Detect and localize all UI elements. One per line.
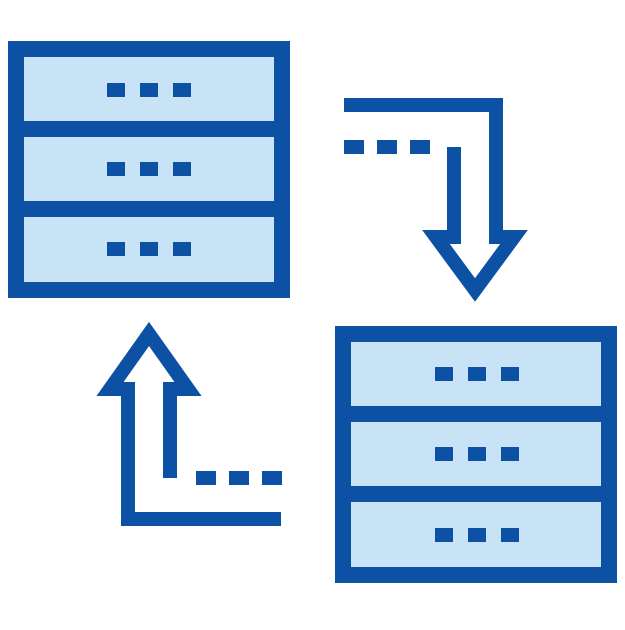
led-icon bbox=[501, 367, 519, 381]
dash-icon bbox=[377, 140, 397, 154]
led-icon bbox=[435, 447, 453, 461]
server-unit-3-leds bbox=[435, 528, 519, 542]
led-icon bbox=[107, 242, 125, 256]
server-unit-3-leds bbox=[107, 242, 191, 256]
led-icon bbox=[501, 447, 519, 461]
led-icon bbox=[140, 242, 158, 256]
dash-icon bbox=[410, 140, 430, 154]
led-icon bbox=[140, 83, 158, 97]
dash-icon bbox=[262, 471, 282, 485]
server-unit-2-leds bbox=[435, 447, 519, 461]
led-icon bbox=[173, 242, 191, 256]
led-icon bbox=[435, 528, 453, 542]
dash-icon bbox=[196, 471, 216, 485]
server-unit-2-leds bbox=[107, 162, 191, 176]
arrow-down-right bbox=[344, 98, 528, 302]
led-icon bbox=[435, 367, 453, 381]
led-icon bbox=[501, 528, 519, 542]
led-icon bbox=[173, 162, 191, 176]
server-bottom-right bbox=[335, 326, 617, 583]
led-icon bbox=[173, 83, 191, 97]
server-unit-1-leds bbox=[435, 367, 519, 381]
led-icon bbox=[107, 162, 125, 176]
led-icon bbox=[468, 367, 486, 381]
arrow-up-icon bbox=[96, 321, 281, 526]
server-unit-1-leds bbox=[107, 83, 191, 97]
arrow-dash-line bbox=[196, 471, 282, 485]
arrow-down-icon bbox=[344, 98, 528, 302]
dash-icon bbox=[229, 471, 249, 485]
dash-icon bbox=[344, 140, 364, 154]
server-top-left bbox=[8, 41, 290, 298]
led-icon bbox=[107, 83, 125, 97]
arrow-up-left bbox=[96, 321, 282, 526]
led-icon bbox=[468, 447, 486, 461]
led-icon bbox=[140, 162, 158, 176]
arrow-dash-line bbox=[344, 140, 430, 154]
led-icon bbox=[468, 528, 486, 542]
